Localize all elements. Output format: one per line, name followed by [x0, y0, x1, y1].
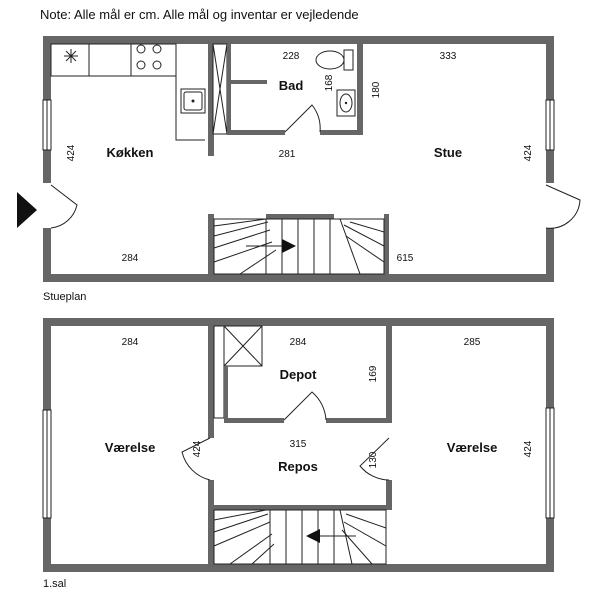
bath-wall-mid [227, 80, 267, 84]
room-label-living: Stue [434, 145, 462, 160]
stair-arrow-left-icon [306, 529, 320, 543]
wall-bottom [43, 274, 554, 282]
bath-wall-bottom-b [320, 130, 360, 135]
wall-right [546, 36, 554, 282]
bath-wall-bottom-a [227, 130, 285, 135]
terrace-door-opening [546, 183, 554, 228]
dim-living-width: 333 [440, 51, 457, 62]
dim-total-width: 615 [397, 253, 414, 264]
depot-shaft-left [213, 325, 225, 419]
entrance-door-swing [50, 184, 78, 229]
ground-floor-plan: Køkken Bad Stue 424 284 228 168 180 281 … [17, 36, 581, 282]
wall-left [43, 36, 51, 282]
room-label-bedroom-right: Værelse [447, 440, 498, 455]
dim-bedroom-left-width: 284 [122, 337, 139, 348]
depot-wall-bottom-a [224, 418, 284, 423]
bedroom-right-door-swing [359, 437, 390, 481]
depot-wall-bottom-b [326, 418, 390, 423]
terrace-door-swing [545, 184, 581, 229]
dim-kitchen-width: 284 [122, 253, 139, 264]
bedroom-right-wall-b [386, 480, 392, 510]
room-label-storage: Depot [280, 367, 318, 382]
staircase-ground [208, 214, 389, 275]
dim-bath-width: 228 [283, 51, 300, 62]
room-label-kitchen: Køkken [107, 145, 154, 160]
wall-top [43, 36, 554, 44]
kitchen-sink-icon [180, 88, 206, 114]
bath-wall-left [208, 44, 214, 156]
entrance-arrow-icon [17, 192, 37, 228]
dim-bedroom-left-height: 424 [192, 440, 203, 457]
dim-bedroom-right-height: 424 [523, 440, 534, 457]
floor-caption-first: 1.sal [43, 578, 66, 590]
wall-bottom-1 [43, 564, 554, 572]
dim-storage-width: 284 [290, 337, 307, 348]
room-label-bath: Bad [279, 78, 304, 93]
dim-kitchen-height: 424 [66, 144, 77, 161]
note-text: Note: Alle mål er cm. Alle mål og invent… [40, 7, 359, 22]
dim-living-height: 424 [523, 144, 534, 161]
stair-arrow-right-icon [282, 239, 296, 253]
depot-door-swing [283, 391, 327, 421]
fridge-star-icon [64, 49, 78, 63]
room-label-bedroom-left: Værelse [105, 440, 156, 455]
entrance-door-opening [43, 183, 51, 228]
bedroom-left-wall-a [208, 326, 214, 438]
dim-bath-height-b: 180 [371, 81, 382, 98]
bath-wall-inner [227, 44, 231, 134]
bedroom-left-wall-b [208, 480, 214, 564]
dim-landing-height: 130 [368, 451, 379, 468]
kitchen-counter [51, 75, 205, 141]
washbasin-icon [336, 89, 356, 117]
dim-storage-height: 169 [368, 365, 379, 382]
dim-bedroom-right-width: 285 [464, 337, 481, 348]
dim-hall-width: 281 [279, 149, 296, 160]
stove-icon [136, 44, 162, 70]
bath-door-swing [284, 104, 321, 133]
first-floor-plan: Værelse Depot Repos Værelse 284 424 284 … [42, 318, 555, 572]
depot-wall-right [386, 326, 392, 423]
bedroom-left-door-swing [181, 437, 211, 481]
room-label-landing: Repos [278, 459, 318, 474]
staircase-first [213, 505, 392, 565]
bath-wall-right [357, 44, 363, 135]
floor-caption-ground: Stueplan [43, 291, 86, 303]
wall-top-1 [43, 318, 554, 326]
dim-bath-height-a: 168 [324, 74, 335, 91]
kitchen-counter-top [50, 43, 177, 77]
dim-landing-width: 315 [290, 439, 307, 450]
toilet-icon [315, 49, 354, 71]
